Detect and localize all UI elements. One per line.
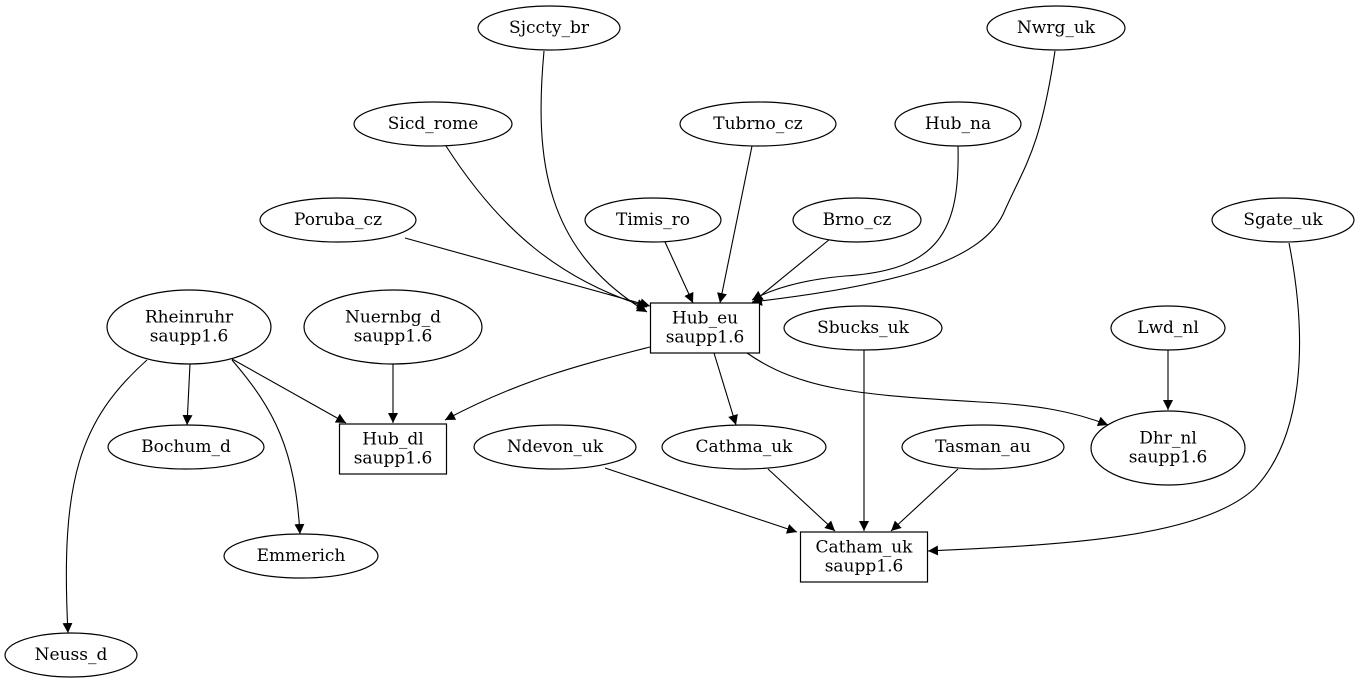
node-label-hub-dl: Hub_dl bbox=[362, 430, 423, 450]
node-ellipse-neuss-d bbox=[4, 632, 138, 678]
node-ellipse-emmerich bbox=[223, 533, 379, 579]
node-sgate-uk: Sgate_uk bbox=[1211, 197, 1355, 243]
node-label-sbucks-uk: Sbucks_uk bbox=[817, 318, 909, 338]
node-label-brno-cz: Brno_cz bbox=[823, 210, 892, 230]
node-label-rheinruhr-line2: saupp1.6 bbox=[150, 327, 229, 347]
node-box-hub-dl bbox=[338, 423, 448, 475]
node-brno-cz: Brno_cz bbox=[792, 197, 922, 243]
node-ellipse-brno-cz bbox=[792, 197, 922, 243]
node-ellipse-sjccty-br bbox=[477, 5, 621, 51]
edge-rheinruhr-to-bochum-d bbox=[182, 363, 193, 426]
node-label-hub-dl-line2: saupp1.6 bbox=[354, 449, 433, 469]
node-label-neuss-d: Neuss_d bbox=[35, 645, 108, 665]
node-ellipse-sicd-rome bbox=[353, 101, 513, 147]
node-ellipse-ndevon-uk bbox=[473, 424, 637, 470]
node-label-dhr-nl: Dhr_nl bbox=[1139, 429, 1197, 449]
node-label-catham-uk-line2: saupp1.6 bbox=[825, 557, 904, 577]
edge-sgate-uk-to-catham-uk bbox=[927, 242, 1301, 556]
node-ndevon-uk: Ndevon_uk bbox=[473, 424, 637, 470]
node-label-rheinruhr: Rheinruhr bbox=[145, 308, 234, 328]
node-emmerich: Emmerich bbox=[223, 533, 379, 579]
edge-ndevon-uk-to-catham-uk bbox=[604, 467, 798, 534]
node-ellipse-sgate-uk bbox=[1211, 197, 1355, 243]
node-ellipse-bochum-d bbox=[107, 424, 265, 470]
node-nwrg-uk: Nwrg_uk bbox=[986, 5, 1126, 51]
edge-brno-cz-to-hub-eu bbox=[752, 238, 831, 303]
node-label-tubrno-cz: Tubrno_cz bbox=[713, 114, 803, 134]
edge-hub-na-to-hub-eu bbox=[751, 145, 959, 301]
node-ellipse-tasman-au bbox=[901, 424, 1065, 470]
node-tubrno-cz: Tubrno_cz bbox=[679, 101, 837, 147]
node-box-catham-uk bbox=[799, 531, 929, 583]
node-label-hub-na: Hub_na bbox=[925, 114, 991, 134]
node-ellipse-rheinruhr bbox=[106, 289, 272, 365]
node-label-emmerich: Emmerich bbox=[257, 546, 346, 566]
node-label-nuernbg-d: Nuernbg_d bbox=[345, 308, 441, 328]
node-ellipse-nuernbg-d bbox=[303, 289, 483, 365]
node-box-hub-eu bbox=[649, 302, 761, 354]
edge-nwrg-uk-to-hub-eu bbox=[751, 50, 1056, 306]
node-hub-na: Hub_na bbox=[894, 101, 1022, 147]
edge-cathma-uk-to-catham-uk bbox=[767, 468, 836, 532]
node-ellipse-hub-na bbox=[894, 101, 1022, 147]
edge-tasman-au-to-catham-uk bbox=[890, 468, 959, 532]
edge-rheinruhr-to-emmerich bbox=[231, 359, 305, 535]
node-cathma-uk: Cathma_uk bbox=[661, 424, 827, 470]
edge-rheinruhr-to-neuss-d bbox=[62, 359, 148, 634]
node-label-tasman-au: Tasman_au bbox=[935, 437, 1031, 457]
edge-sicd-rome-to-hub-eu bbox=[445, 145, 648, 309]
node-ellipse-sbucks-uk bbox=[783, 305, 943, 351]
node-label-nuernbg-d-line2: saupp1.6 bbox=[354, 327, 433, 347]
node-ellipse-tubrno-cz bbox=[679, 101, 837, 147]
node-ellipse-poruba-cz bbox=[259, 197, 417, 243]
node-label-hub-eu: Hub_eu bbox=[672, 309, 738, 329]
node-ellipse-timis-ro bbox=[584, 197, 722, 243]
edge-hub-eu-to-dhr-nl bbox=[746, 352, 1109, 426]
node-label-cathma-uk: Cathma_uk bbox=[696, 437, 794, 457]
node-sicd-rome: Sicd_rome bbox=[353, 101, 513, 147]
node-neuss-d: Neuss_d bbox=[4, 632, 138, 678]
edge-sjccty-br-to-hub-eu bbox=[540, 50, 648, 313]
node-ellipse-nwrg-uk bbox=[986, 5, 1126, 51]
node-sjccty-br: Sjccty_br bbox=[477, 5, 621, 51]
node-ellipse-dhr-nl bbox=[1090, 410, 1246, 486]
edge-hub-eu-to-cathma-uk bbox=[713, 352, 738, 426]
node-poruba-cz: Poruba_cz bbox=[259, 197, 417, 243]
edge-hub-eu-to-hub-dl bbox=[444, 346, 651, 421]
edge-poruba-cz-to-hub-eu bbox=[404, 237, 651, 309]
node-label-sicd-rome: Sicd_rome bbox=[388, 114, 479, 134]
node-ellipse-lwd-nl bbox=[1110, 305, 1226, 351]
node-timis-ro: Timis_ro bbox=[584, 197, 722, 243]
node-label-bochum-d: Bochum_d bbox=[141, 437, 231, 457]
node-label-dhr-nl-line2: saupp1.6 bbox=[1129, 448, 1208, 468]
node-ellipse-cathma-uk bbox=[661, 424, 827, 470]
node-lwd-nl: Lwd_nl bbox=[1110, 305, 1226, 351]
node-tasman-au: Tasman_au bbox=[901, 424, 1065, 470]
node-label-sgate-uk: Sgate_uk bbox=[1243, 210, 1323, 230]
node-label-nwrg-uk: Nwrg_uk bbox=[1017, 18, 1096, 38]
node-sbucks-uk: Sbucks_uk bbox=[783, 305, 943, 351]
node-label-timis-ro: Timis_ro bbox=[616, 210, 690, 230]
edge-timis-ro-to-hub-eu bbox=[664, 241, 694, 304]
node-label-sjccty-br: Sjccty_br bbox=[509, 18, 590, 38]
node-label-hub-eu-line2: saupp1.6 bbox=[666, 328, 745, 348]
edge-rheinruhr-to-hub-dl bbox=[231, 358, 347, 424]
edges-layer bbox=[62, 50, 1301, 634]
node-label-catham-uk: Catham_uk bbox=[816, 538, 914, 558]
node-bochum-d: Bochum_d bbox=[107, 424, 265, 470]
node-label-lwd-nl: Lwd_nl bbox=[1137, 318, 1199, 338]
edge-tubrno-cz-to-hub-eu bbox=[717, 145, 753, 304]
node-label-poruba-cz: Poruba_cz bbox=[294, 210, 382, 230]
node-label-ndevon-uk: Ndevon_uk bbox=[507, 437, 604, 457]
